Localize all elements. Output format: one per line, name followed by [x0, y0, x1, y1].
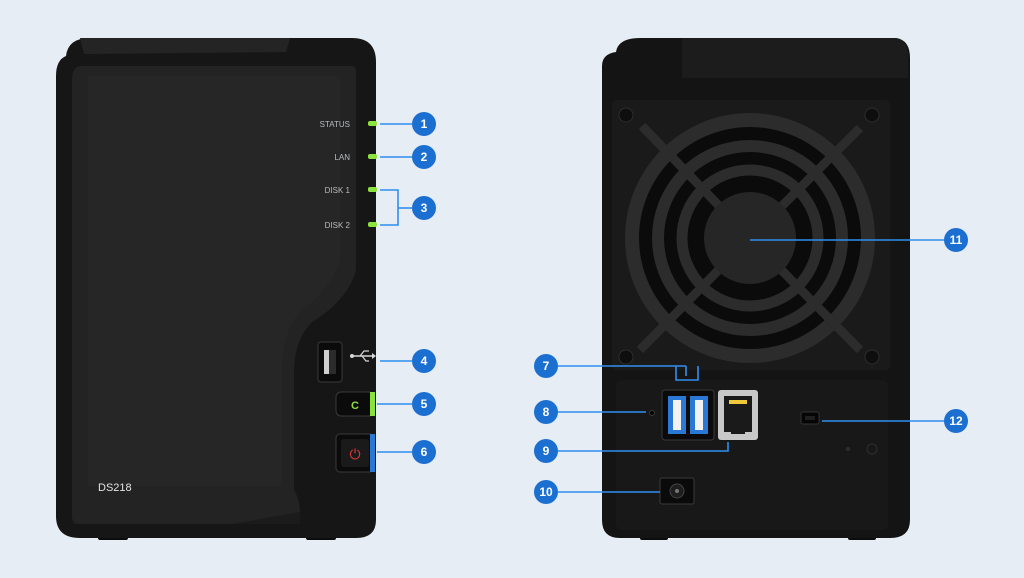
callout-1: 1: [412, 112, 436, 136]
dc-power-port-icon[interactable]: [659, 477, 695, 505]
disk1-led-indicator: [368, 187, 377, 192]
svg-text:1: 1: [421, 117, 428, 131]
front-panel: STATUS LAN DISK 1 DISK 2: [56, 38, 377, 540]
led-label-disk2: DISK 2: [325, 221, 351, 230]
led-lan: LAN: [334, 153, 377, 162]
copy-button[interactable]: C: [335, 391, 375, 417]
front-usb-port[interactable]: [317, 341, 343, 383]
svg-text:3: 3: [421, 201, 428, 215]
callout-10: 10: [534, 480, 558, 504]
svg-text:4: 4: [421, 354, 428, 368]
svg-text:9: 9: [543, 444, 550, 458]
svg-text:2: 2: [421, 150, 428, 164]
svg-text:5: 5: [421, 397, 428, 411]
led-label-status: STATUS: [320, 120, 350, 129]
usb-icon: [350, 350, 376, 362]
callout-12: 12: [944, 409, 968, 433]
callout-2: 2: [412, 145, 436, 169]
callout-badges: 1 2 3 4 5 6 7 8 9 10 11 12: [412, 112, 968, 504]
callout-7: 7: [534, 354, 558, 378]
callout-11: 11: [944, 228, 968, 252]
back-panel: [602, 38, 910, 540]
copy-icon: C: [351, 400, 359, 412]
fan-icon: [625, 113, 875, 363]
svg-text:10: 10: [539, 485, 553, 499]
callout-9: 9: [534, 439, 558, 463]
power-icon: ⏻: [349, 447, 360, 463]
lan-led-indicator: [368, 154, 377, 159]
callout-lines: [377, 123, 944, 493]
callout-4: 4: [412, 349, 436, 373]
svg-text:6: 6: [421, 445, 428, 459]
callout-3: 3: [412, 196, 436, 220]
svg-text:11: 11: [950, 233, 963, 247]
reset-button-icon[interactable]: [649, 410, 655, 416]
callout-8: 8: [534, 400, 558, 424]
disk2-led-indicator: [368, 222, 377, 227]
status-led-indicator: [368, 121, 377, 126]
led-disk2: DISK 2: [325, 221, 377, 230]
power-button[interactable]: ⏻: [335, 433, 375, 473]
led-label-disk1: DISK 1: [325, 186, 351, 195]
svg-text:7: 7: [543, 359, 550, 373]
rear-usb-ports[interactable]: [661, 389, 715, 441]
svg-text:12: 12: [949, 414, 963, 428]
led-disk1: DISK 1: [325, 186, 377, 195]
led-label-lan: LAN: [334, 153, 350, 162]
callout-6: 6: [412, 440, 436, 464]
model-label: DS218: [98, 482, 132, 494]
svg-text:8: 8: [543, 405, 550, 419]
ethernet-port-icon[interactable]: [718, 390, 758, 440]
led-status: STATUS: [320, 120, 377, 129]
callout-5: 5: [412, 392, 436, 416]
